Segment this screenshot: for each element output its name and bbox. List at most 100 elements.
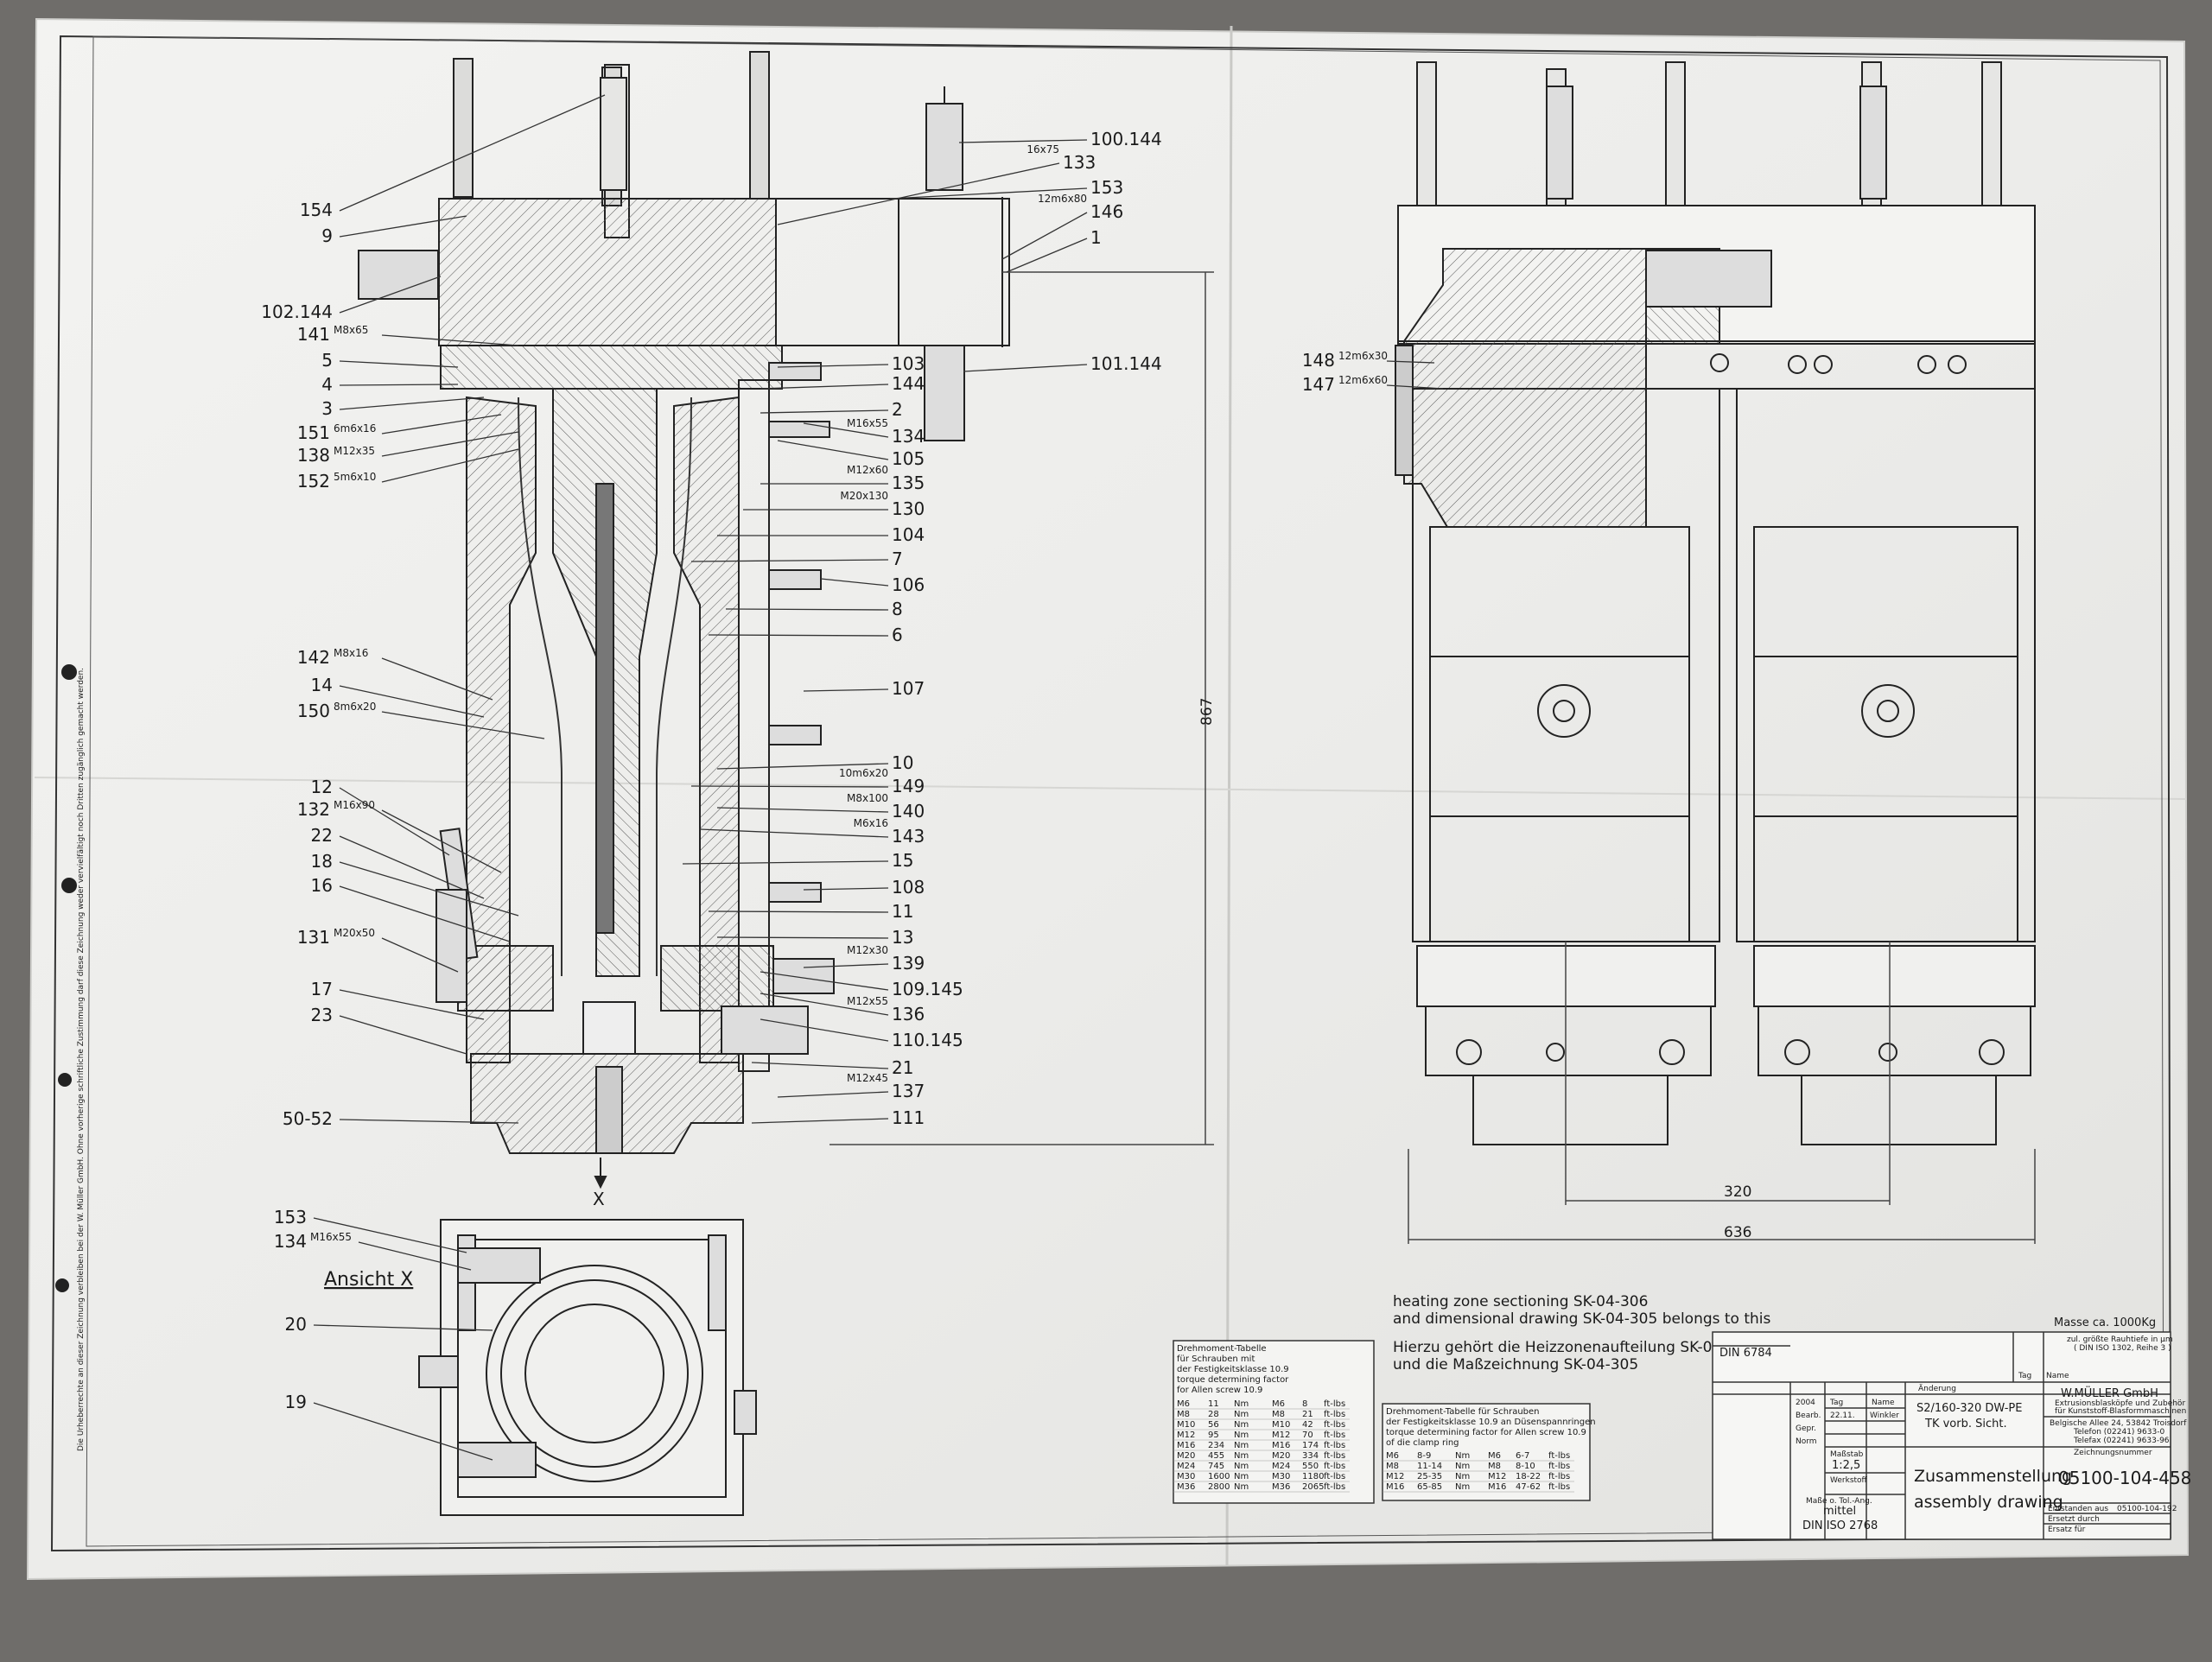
callout-left-spec: M8x65 <box>334 324 368 336</box>
drawing-no: 05100-104-458 <box>2058 1468 2191 1488</box>
note-german-2: und die Maßzeichnung SK-04-305 <box>1393 1356 1638 1373</box>
leader-line <box>381 711 545 739</box>
leader-line <box>699 828 889 838</box>
callout-right-133: 133 <box>1063 152 1096 173</box>
company: W.MÜLLER GmbH <box>2061 1386 2158 1400</box>
callout-right-149: 149 <box>892 776 925 796</box>
callout-right-136: 136 <box>892 1004 925 1024</box>
dim-636: 636 <box>1724 1224 1751 1241</box>
title-block <box>1712 1331 2171 1540</box>
torque-table-allen: Drehmoment-Tabelle für Schrauben mit der… <box>1173 1340 1375 1504</box>
torque-cell: Nm <box>1234 1462 1249 1471</box>
callout-right-103: 103 <box>892 353 925 374</box>
callout-left-spec: 8m6x20 <box>334 701 376 713</box>
torque-cell: 550 <box>1302 1462 1319 1471</box>
callout-right-107: 107 <box>892 678 925 699</box>
leader-line <box>339 1015 467 1055</box>
tq1-title5: for Allen screw 10.9 <box>1177 1386 1262 1395</box>
torque-cell: M16 <box>1488 1482 1506 1492</box>
torque-cell: ft-lbs <box>1548 1462 1570 1471</box>
callout-left-23: 23 <box>311 1005 333 1025</box>
callout-left-5: 5 <box>321 350 333 371</box>
leader-line <box>777 162 1060 225</box>
torque-cell: ft-lbs <box>1324 1441 1345 1450</box>
leader-line <box>1001 212 1088 260</box>
dim-867: 867 <box>1198 698 1216 726</box>
callout-right-spec: M6x16 <box>854 817 888 829</box>
torque-cell: M6 <box>1272 1399 1285 1409</box>
callout-viewx-19: 19 <box>285 1392 307 1412</box>
torque-cell: ft-lbs <box>1324 1482 1345 1492</box>
torque-cell: 2065 <box>1302 1482 1324 1492</box>
torque-cell: Nm <box>1234 1451 1249 1461</box>
view-arrow-label: X <box>593 1189 605 1209</box>
torque-cell: M20 <box>1272 1451 1290 1461</box>
leader-line <box>339 396 485 410</box>
mass: Masse ca. 1000Kg <box>2054 1316 2156 1329</box>
leader-line <box>339 685 485 718</box>
torque-cell: M36 <box>1177 1482 1195 1492</box>
torque-cell: M16 <box>1272 1441 1290 1450</box>
leader-line <box>1386 384 1444 390</box>
torque-cell: M6 <box>1177 1399 1190 1409</box>
leader-line <box>716 807 889 813</box>
leader-line <box>760 1018 889 1042</box>
torque-cell: ft-lbs <box>1548 1472 1570 1481</box>
callout-left-spec: 5m6x10 <box>334 471 376 483</box>
callout-left-spec: M8x16 <box>334 647 368 659</box>
leader-line <box>777 364 889 368</box>
callout-right-15: 15 <box>892 850 913 871</box>
callout-right-144: 144 <box>892 373 925 394</box>
company-tel: Telefon (02241) 9633-0 <box>2073 1428 2164 1437</box>
leader-line <box>1006 238 1088 273</box>
drawn-by: Winkler <box>1870 1411 1899 1420</box>
callout-right-21: 21 <box>892 1057 913 1078</box>
torque-cell: 6-7 <box>1516 1451 1529 1461</box>
callout-side-148: 148 <box>1302 350 1335 371</box>
leader-line <box>716 936 889 939</box>
torque-cell: 42 <box>1302 1420 1313 1430</box>
punch-hole <box>61 878 77 893</box>
torque-cell: Nm <box>1234 1410 1249 1419</box>
callout-right-spec: 16x75 <box>1027 143 1059 155</box>
torque-cell: 1180 <box>1302 1472 1324 1481</box>
name-label: Name <box>1872 1399 1895 1407</box>
torque-cell: 455 <box>1208 1451 1224 1461</box>
right-callouts: 100.14413316x7515314612m6x801101.1441031… <box>682 129 1162 1128</box>
torque-cell: 18-22 <box>1516 1472 1541 1481</box>
torque-cell: Nm <box>1234 1482 1249 1492</box>
torque-cell: M30 <box>1177 1472 1195 1481</box>
callout-right-108: 108 <box>892 877 925 898</box>
torque-cell: 11 <box>1208 1399 1219 1409</box>
torque-cell: 1600 <box>1208 1472 1230 1481</box>
row-bearb: Bearb. <box>1796 1411 1821 1420</box>
callout-right-8: 8 <box>892 599 903 619</box>
torque-cell: ft-lbs <box>1324 1472 1345 1481</box>
torque-cell: M12 <box>1272 1430 1290 1440</box>
callout-left-spec: M16x90 <box>334 799 375 811</box>
tq2-title3: torque determining factor for Allen scre… <box>1386 1428 1586 1437</box>
leader-line <box>682 860 889 865</box>
callout-right-2: 2 <box>892 399 903 420</box>
leader-line <box>1386 360 1435 364</box>
callout-right-146: 146 <box>1090 201 1123 222</box>
tq1-title3: der Festigkeitsklasse 10.9 <box>1177 1365 1289 1374</box>
product-line-2: TK vorb. Sicht. <box>1924 1418 2007 1430</box>
torque-cell: M8 <box>1488 1462 1501 1471</box>
callout-left-spec: M20x50 <box>334 927 375 939</box>
callout-right-110-145: 110.145 <box>892 1030 963 1050</box>
torque-cell: M8 <box>1386 1462 1399 1471</box>
torque-cell: Nm <box>1234 1430 1249 1440</box>
leader-line <box>339 787 450 856</box>
company-addr: Belgische Allee 24, 53842 Troisdorf <box>2050 1419 2187 1428</box>
callout-right-13: 13 <box>892 927 913 948</box>
torque-cell: ft-lbs <box>1548 1482 1570 1492</box>
torque-cell: 21 <box>1302 1410 1313 1419</box>
callout-right-143: 143 <box>892 826 925 847</box>
note-english-1: heating zone sectioning SK-04-306 <box>1393 1293 1648 1310</box>
torque-cell: 8-10 <box>1516 1462 1535 1471</box>
torque-cell: 70 <box>1302 1430 1313 1440</box>
row-gepr: Gepr. <box>1796 1424 1816 1433</box>
